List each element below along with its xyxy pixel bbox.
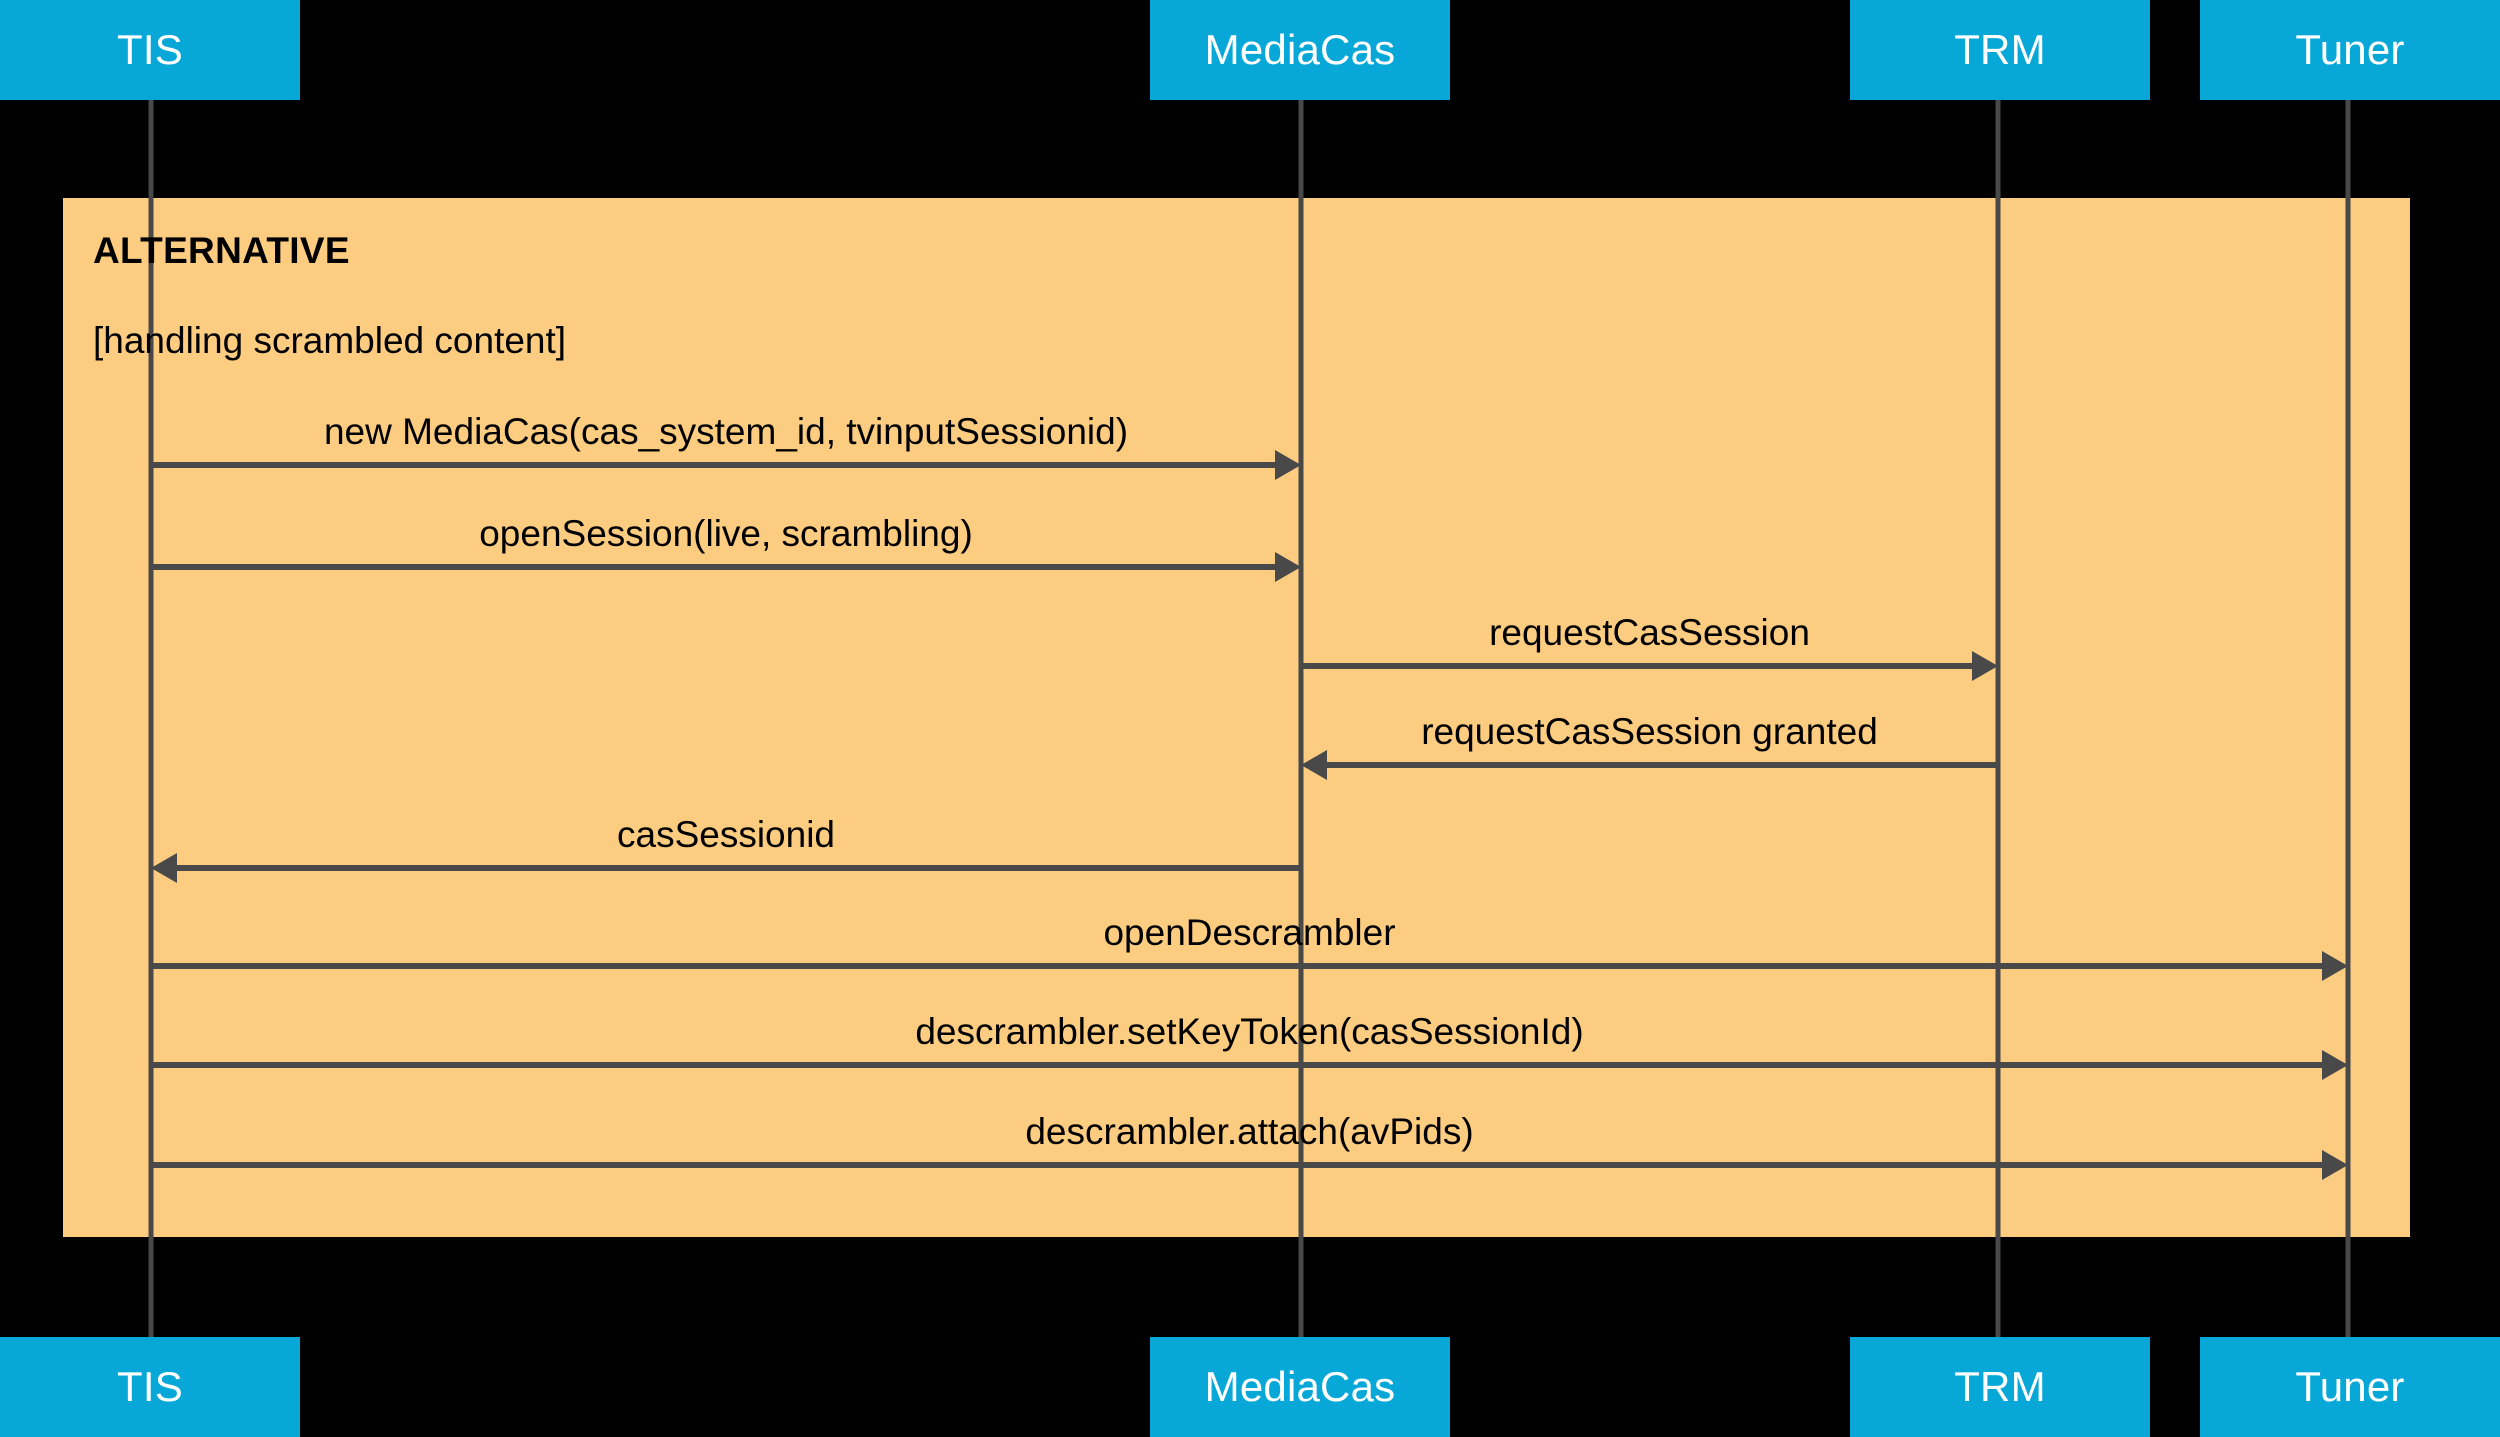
participant-header-tis[interactable]: TIS (0, 0, 300, 100)
message-arrowhead (1972, 651, 1998, 681)
message-label: casSessionid (616, 814, 836, 855)
lifeline-tis (148, 100, 154, 1337)
lifeline-trm (1995, 100, 2001, 1337)
message-arrowhead (1275, 552, 1301, 582)
participant-footer-mediacas[interactable]: MediaCas (1150, 1337, 1450, 1437)
participant-header-tuner[interactable]: Tuner (2200, 0, 2500, 100)
message-arrowhead (2322, 951, 2348, 981)
participant-footer-tis-label: TIS (117, 1363, 183, 1410)
participant-header-tis-label: TIS (117, 26, 183, 73)
fragment-guard-condition: [handling scrambled content] (93, 320, 567, 361)
message-arrowhead (1301, 750, 1327, 780)
participant-footer-tuner[interactable]: Tuner (2200, 1337, 2500, 1437)
message-label: openDescrambler (1103, 912, 1396, 953)
message-label: new MediaCas(cas_system_id, tvinputSessi… (323, 411, 1129, 452)
participant-header-mediacas-label: MediaCas (1204, 26, 1396, 73)
participant-header-mediacas[interactable]: MediaCas (1150, 0, 1450, 100)
message-label: requestCasSession (1489, 612, 1810, 653)
message-label: requestCasSession granted (1421, 711, 1878, 752)
message-arrow-line (151, 1062, 2326, 1068)
participant-header-trm[interactable]: TRM (1850, 0, 2150, 100)
message-arrow-line (151, 462, 1279, 468)
participant-header-trm-label: TRM (1954, 26, 2046, 73)
message-arrowhead (1275, 450, 1301, 480)
message-arrow-line (1301, 663, 1976, 669)
participant-footer-trm[interactable]: TRM (1850, 1337, 2150, 1437)
fragment-operator-label: ALTERNATIVE (93, 230, 350, 271)
message-label: openSession(live, scrambling) (479, 513, 973, 554)
participant-footer-tis[interactable]: TIS (0, 1337, 300, 1437)
participant-footer-trm-label: TRM (1954, 1363, 2046, 1410)
participant-header-tuner-label: Tuner (2295, 26, 2405, 73)
message-arrowhead (2322, 1050, 2348, 1080)
message-arrow-line (151, 564, 1279, 570)
message-label: descrambler.attach(avPids) (1025, 1111, 1474, 1152)
message-label: descrambler.setKeyToken(casSessionId) (915, 1011, 1584, 1052)
message-arrow-line (151, 963, 2326, 969)
message-arrow-line (1323, 762, 1998, 768)
message-arrow-line (151, 1162, 2326, 1168)
lifeline-mediacas (1298, 100, 1304, 1337)
message-arrow-line (173, 865, 1301, 871)
lifeline-tuner (2345, 100, 2351, 1337)
message-arrowhead (2322, 1150, 2348, 1180)
participant-footer-tuner-label: Tuner (2295, 1363, 2405, 1410)
message-arrowhead (151, 853, 177, 883)
participant-footer-mediacas-label: MediaCas (1204, 1363, 1396, 1410)
